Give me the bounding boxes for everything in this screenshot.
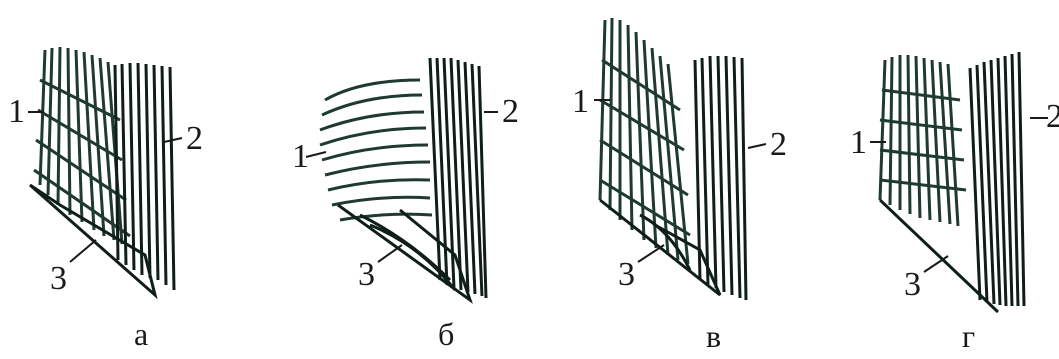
panel-caption: г — [962, 320, 975, 352]
panel-c-drawing — [560, 0, 810, 359]
label-3: 3 — [904, 268, 921, 302]
label-1: 1 — [850, 126, 867, 160]
region-1-fibers — [880, 55, 966, 226]
panel-a-drawing — [0, 0, 260, 359]
label-1: 1 — [572, 85, 589, 119]
label-1: 1 — [292, 140, 309, 174]
label-3: 3 — [358, 258, 375, 292]
label-2: 2 — [1046, 100, 1059, 134]
region-2-fibers — [970, 52, 1024, 306]
panel-b: 1 2 3 б — [270, 0, 530, 359]
panel-g: 1 2 3 г — [840, 0, 1059, 359]
label-2: 2 — [770, 128, 787, 162]
label-3: 3 — [50, 262, 67, 296]
panel-caption: б — [438, 318, 454, 350]
region-1-fibers — [320, 80, 432, 220]
panel-g-drawing — [840, 0, 1059, 359]
panel-a: 1 2 3 а — [0, 0, 260, 359]
label-2: 2 — [502, 95, 519, 129]
region-2-fibers — [695, 56, 746, 300]
region-1-fibers — [600, 18, 690, 264]
label-2: 2 — [186, 122, 203, 156]
panel-caption: в — [706, 320, 721, 352]
panel-caption: а — [134, 318, 148, 350]
label-3: 3 — [618, 258, 635, 292]
label-1: 1 — [8, 95, 25, 129]
panel-c: 1 2 3 в — [560, 0, 810, 359]
panel-b-drawing — [270, 0, 530, 359]
